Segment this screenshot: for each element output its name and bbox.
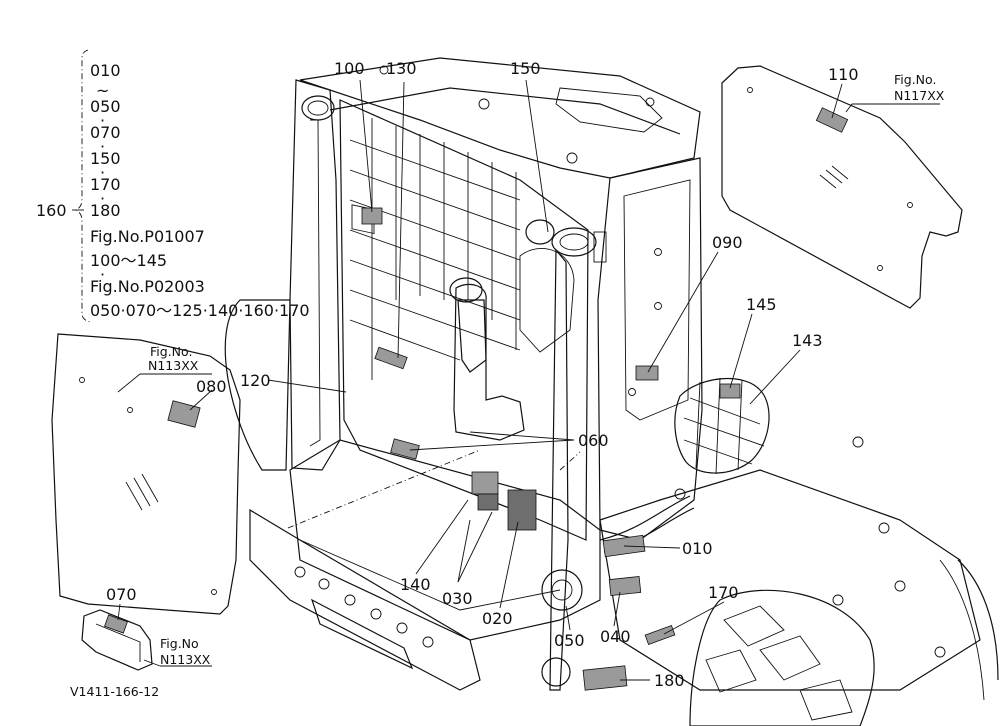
bracket-list-line-2: ~ — [96, 81, 109, 100]
callout-130: 130 — [386, 59, 417, 78]
callout-050: 050 — [554, 631, 585, 650]
callout-020: 020 — [482, 609, 513, 628]
callout-080: 080 — [196, 377, 227, 396]
callout-170: 170 — [708, 583, 739, 602]
decal-170 — [644, 625, 676, 645]
bracket-list-line-8: · — [100, 163, 105, 182]
fig-ref-left-line2: N113XX — [148, 358, 199, 373]
callout-143: 143 — [792, 331, 823, 350]
list-bracket-160 — [74, 49, 91, 323]
decal-020 — [507, 489, 537, 531]
fig-ref-left-line1: Fig.No. — [150, 344, 192, 359]
right-side-window-panel — [721, 65, 963, 309]
bracket-list-line-10: · — [100, 189, 105, 208]
cab-frame — [224, 57, 999, 726]
bracket-list-line-12: Fig.No.P01007 — [90, 227, 205, 246]
callout-100: 100 — [334, 59, 365, 78]
callout-060: 060 — [578, 431, 609, 450]
callout-145: 145 — [746, 295, 777, 314]
callout-070: 070 — [106, 585, 137, 604]
left-side-window-panel — [51, 333, 241, 615]
decal-140 — [471, 471, 499, 495]
bracket-list-line-16: 050·070～125·140·160·170 — [90, 301, 310, 320]
decal-180 — [582, 665, 628, 691]
bracket-list-line-3: 050 — [90, 97, 121, 116]
bracket-list-line-11: 180 — [90, 201, 121, 220]
bracket-part-070 — [81, 609, 153, 671]
bracket-list-line-14: · — [100, 265, 105, 284]
callout-150: 150 — [510, 59, 541, 78]
decal-040 — [608, 576, 642, 596]
fig-ref-bracket-line2: N113XX — [160, 652, 211, 667]
callout-090: 090 — [712, 233, 743, 252]
decal-145 — [719, 383, 741, 399]
bracket-list-line-13: 100～145 — [90, 251, 167, 270]
callout-180: 180 — [654, 671, 685, 690]
bracket-list-line-4: · — [100, 111, 105, 130]
fig-ref-right-line2: N117XX — [894, 88, 945, 103]
bracket-list-line-15: Fig.No.P02003 — [90, 277, 205, 296]
callout-030: 030 — [442, 589, 473, 608]
decal-130 — [374, 346, 408, 370]
fig-ref-bracket-line1: Fig.No — [160, 636, 199, 651]
callout-040: 040 — [600, 627, 631, 646]
decal-080 — [167, 400, 201, 428]
bracket-list-line-1: 010 — [90, 61, 121, 80]
callout-160: 160 — [36, 201, 67, 220]
figure-id: V1411-166-12 — [70, 684, 159, 699]
callout-140: 140 — [400, 575, 431, 594]
decal-060 — [390, 438, 420, 460]
callout-110: 110 — [828, 65, 859, 84]
callout-120: 120 — [240, 371, 271, 390]
decal-030 — [477, 493, 499, 511]
fig-ref-right-line1: Fig.No. — [894, 72, 936, 87]
leader-lines — [72, 79, 940, 681]
bracket-list-line-5: 070 — [90, 123, 121, 142]
bracket-list-line-9: 170 — [90, 175, 121, 194]
decal-110 — [815, 107, 849, 133]
bracket-list-line-6: · — [100, 137, 105, 156]
decal-090 — [635, 365, 659, 381]
callout-010: 010 — [682, 539, 713, 558]
bracket-list-line-7: 150 — [90, 149, 121, 168]
